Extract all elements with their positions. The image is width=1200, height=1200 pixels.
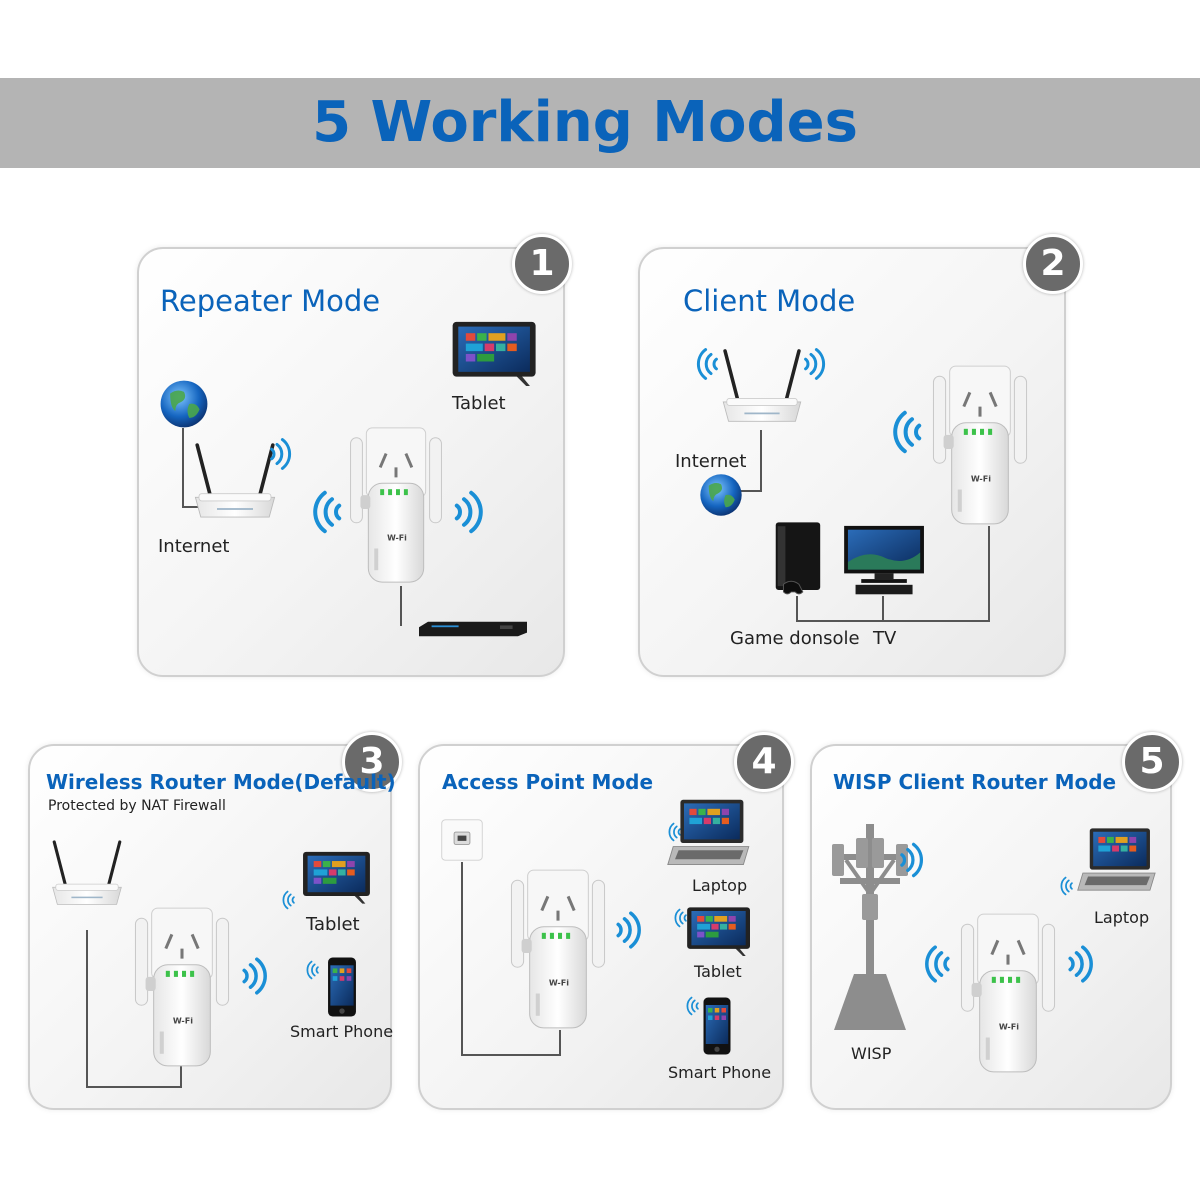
- repeater-icon: [509, 868, 607, 1030]
- panel-number-badge: 2: [1023, 234, 1083, 294]
- wifi-signal-icon: [306, 960, 319, 980]
- connection-cable: [988, 526, 990, 622]
- repeater-icon: [349, 426, 443, 584]
- tablet-icon: [687, 907, 750, 956]
- wifi-signal-icon: [282, 890, 295, 910]
- game-console-icon: [775, 522, 821, 595]
- router-icon: [721, 349, 803, 424]
- wifi-signal-icon: [1068, 945, 1094, 983]
- laptop-label: Laptop: [1094, 908, 1150, 927]
- wifi-signal-icon: [900, 842, 924, 878]
- connection-cable: [796, 596, 798, 620]
- panel-number-badge: 1: [512, 234, 572, 294]
- tablet-icon: [303, 851, 370, 904]
- connection-cable: [86, 1086, 182, 1088]
- panel-number-badge: 3: [342, 732, 402, 792]
- connection-cable: [760, 430, 762, 492]
- laptop-icon: [1077, 827, 1156, 891]
- connection-cable: [182, 428, 184, 508]
- smartphone-icon: [703, 997, 731, 1055]
- connection-cable: [461, 1054, 561, 1056]
- wifi-signal-icon: [892, 404, 924, 460]
- connection-cable: [180, 1060, 182, 1088]
- connection-cable: [738, 490, 762, 492]
- tablet-label: Tablet: [306, 914, 360, 935]
- wifi-signal-icon: [312, 484, 344, 540]
- connection-cable: [182, 506, 198, 508]
- globe-icon: [160, 380, 208, 428]
- tv-label: TV: [873, 628, 897, 649]
- wisp-label: WISP: [851, 1044, 892, 1063]
- router-icon: [50, 840, 124, 907]
- connection-cable: [400, 586, 402, 626]
- wifi-signal-icon: [1060, 876, 1073, 896]
- wifi-signal-icon: [686, 996, 699, 1016]
- connection-cable: [882, 596, 884, 620]
- connection-cable: [796, 620, 990, 622]
- connection-cable: [86, 930, 88, 1086]
- smartphone-icon: [328, 957, 356, 1017]
- mode-title: Wireless Router Mode(Default): [46, 770, 396, 794]
- internet-label: Internet: [158, 536, 230, 557]
- repeater-icon: [931, 364, 1029, 526]
- page-title: 5 Working Modes: [312, 90, 858, 155]
- internet-label: Internet: [675, 451, 747, 472]
- connection-cable: [461, 862, 463, 1054]
- repeater-icon: [133, 906, 231, 1068]
- wifi-signal-icon: [616, 911, 642, 949]
- game-console-label: Game donsole: [730, 628, 860, 649]
- header-banner: [0, 78, 1200, 168]
- panel-number-badge: 4: [734, 732, 794, 792]
- mode-title: Access Point Mode: [442, 770, 654, 794]
- wifi-signal-icon: [696, 347, 719, 381]
- mode-title: WISP Client Router Mode: [833, 770, 1117, 794]
- laptop-icon: [667, 799, 750, 866]
- wifi-signal-icon: [269, 437, 292, 471]
- tablet-label: Tablet: [694, 962, 742, 981]
- wifi-signal-icon: [242, 957, 268, 995]
- smartphone-label: Smart Phone: [290, 1022, 394, 1041]
- mode-subtitle: Protected by NAT Firewall: [48, 798, 226, 814]
- wifi-signal-icon: [803, 347, 826, 381]
- connection-cable: [559, 1030, 561, 1056]
- mode-title: Repeater Mode: [160, 284, 381, 318]
- tablet-icon: [452, 321, 536, 386]
- mode-title: Client Mode: [683, 284, 856, 318]
- laptop-label: Laptop: [692, 876, 748, 895]
- media-player-icon: [419, 621, 527, 637]
- repeater-icon: [959, 912, 1057, 1074]
- tv-icon: [844, 525, 924, 595]
- globe-icon: [700, 474, 742, 516]
- tablet-label: Tablet: [452, 393, 506, 414]
- wall-socket-icon: [441, 819, 483, 861]
- panel-number-badge: 5: [1122, 732, 1182, 792]
- wifi-signal-icon: [452, 484, 484, 540]
- smartphone-label: Smart Phone: [668, 1063, 772, 1082]
- router-icon: [193, 443, 277, 520]
- wifi-signal-icon: [924, 945, 950, 983]
